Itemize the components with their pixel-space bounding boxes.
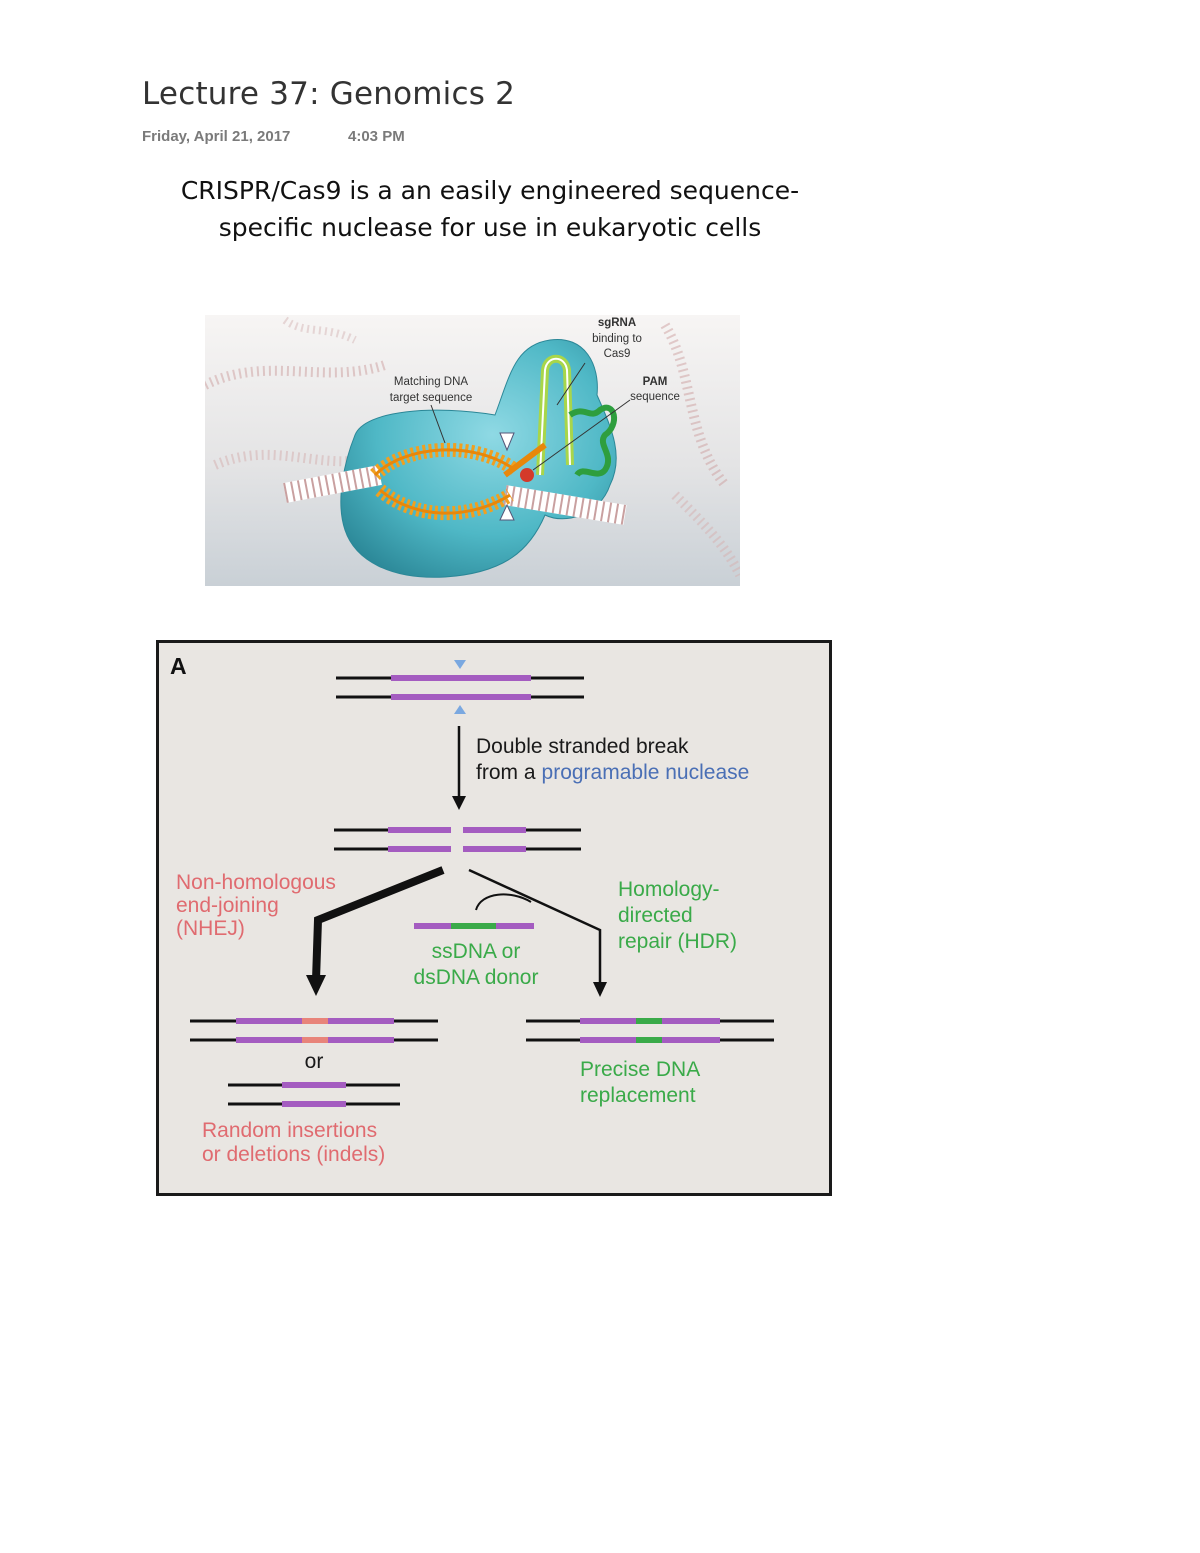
page-title: Lecture 37: Genomics 2: [142, 76, 516, 112]
pam-sub: sequence: [630, 391, 680, 403]
precise-label-line2: replacement: [580, 1084, 696, 1107]
pam-marker-icon: [520, 468, 534, 482]
donor-label-line1: ssDNA or: [432, 940, 521, 963]
donor-dna-icon: [414, 893, 534, 929]
dsb-label-prefix: from a: [476, 761, 536, 784]
hdr-outcome-dna-icon: [526, 1018, 774, 1043]
indel-dna-icon: [228, 1082, 400, 1107]
sgrna-leader-line: [556, 362, 586, 406]
sgrna-icon: [503, 354, 617, 478]
note-time: 4:03 PM: [348, 128, 405, 145]
target-dna-icon: [370, 442, 520, 521]
sgrna-label: sgRNA: [598, 317, 636, 329]
slide-heading-line2: specific nuclease for use in eukaryotic …: [218, 213, 762, 242]
panel-label: A: [170, 653, 187, 679]
diagram-panel: [156, 640, 832, 1196]
cut-site-icon: [499, 432, 515, 521]
nhej-outcome-dna-icon: [190, 1018, 438, 1043]
nhej-label-line2: end-joining: [176, 894, 279, 917]
dna-repair-diagram: A Double stranded break from a programabl…: [156, 640, 832, 1196]
note-date: Friday, April 21, 2017: [142, 128, 291, 145]
nhej-label-line1: Non-homologous: [176, 871, 336, 894]
hdr-label-line1: Homology-: [618, 878, 720, 901]
match-label-1: Matching DNA: [394, 376, 468, 388]
down-arrow-icon: [452, 726, 466, 810]
match-leader-line: [430, 404, 446, 444]
nuclease-highlight: programable nuclease: [542, 761, 750, 784]
cas9-illustration: sgRNA binding to Cas9 PAM sequence Match…: [205, 315, 740, 586]
donor-label-line2: dsDNA donor: [414, 966, 539, 989]
nhej-label-line3: (NHEJ): [176, 917, 245, 940]
sgrna-sub2: Cas9: [604, 348, 631, 360]
pam-label: PAM: [643, 376, 668, 388]
sgrna-sub1: binding to: [592, 333, 642, 345]
broken-dna-icon: [334, 827, 581, 852]
dna-duplex-icon: [283, 465, 627, 525]
hdr-arrow-icon: [468, 868, 607, 997]
nuclease-down-arrow-icon: [454, 660, 466, 669]
slide-heading-line1: CRISPR/Cas9 is a an easily engineered se…: [180, 176, 800, 205]
intact-dna-icon: [336, 675, 584, 700]
indels-label-line1: Random insertions: [202, 1119, 377, 1142]
pam-leader-line: [532, 399, 631, 471]
dsb-label-line1: Double stranded break: [476, 735, 689, 758]
dsb-label-line2: from a programable nuclease: [476, 761, 749, 784]
hdr-label-line3: repair (HDR): [618, 930, 737, 953]
or-label: or: [305, 1050, 324, 1073]
background-dna-icon: [205, 316, 740, 578]
match-label-2: target sequence: [390, 392, 472, 404]
slide-heading: CRISPR/Cas9 is a an easily engineered se…: [120, 172, 860, 246]
nuclease-up-arrow-icon: [454, 705, 466, 714]
hdr-label-line2: directed: [618, 904, 693, 927]
precise-label-line1: Precise DNA: [580, 1058, 700, 1081]
indels-label-line2: or deletions (indels): [202, 1143, 385, 1166]
nhej-arrow-icon: [306, 866, 445, 996]
